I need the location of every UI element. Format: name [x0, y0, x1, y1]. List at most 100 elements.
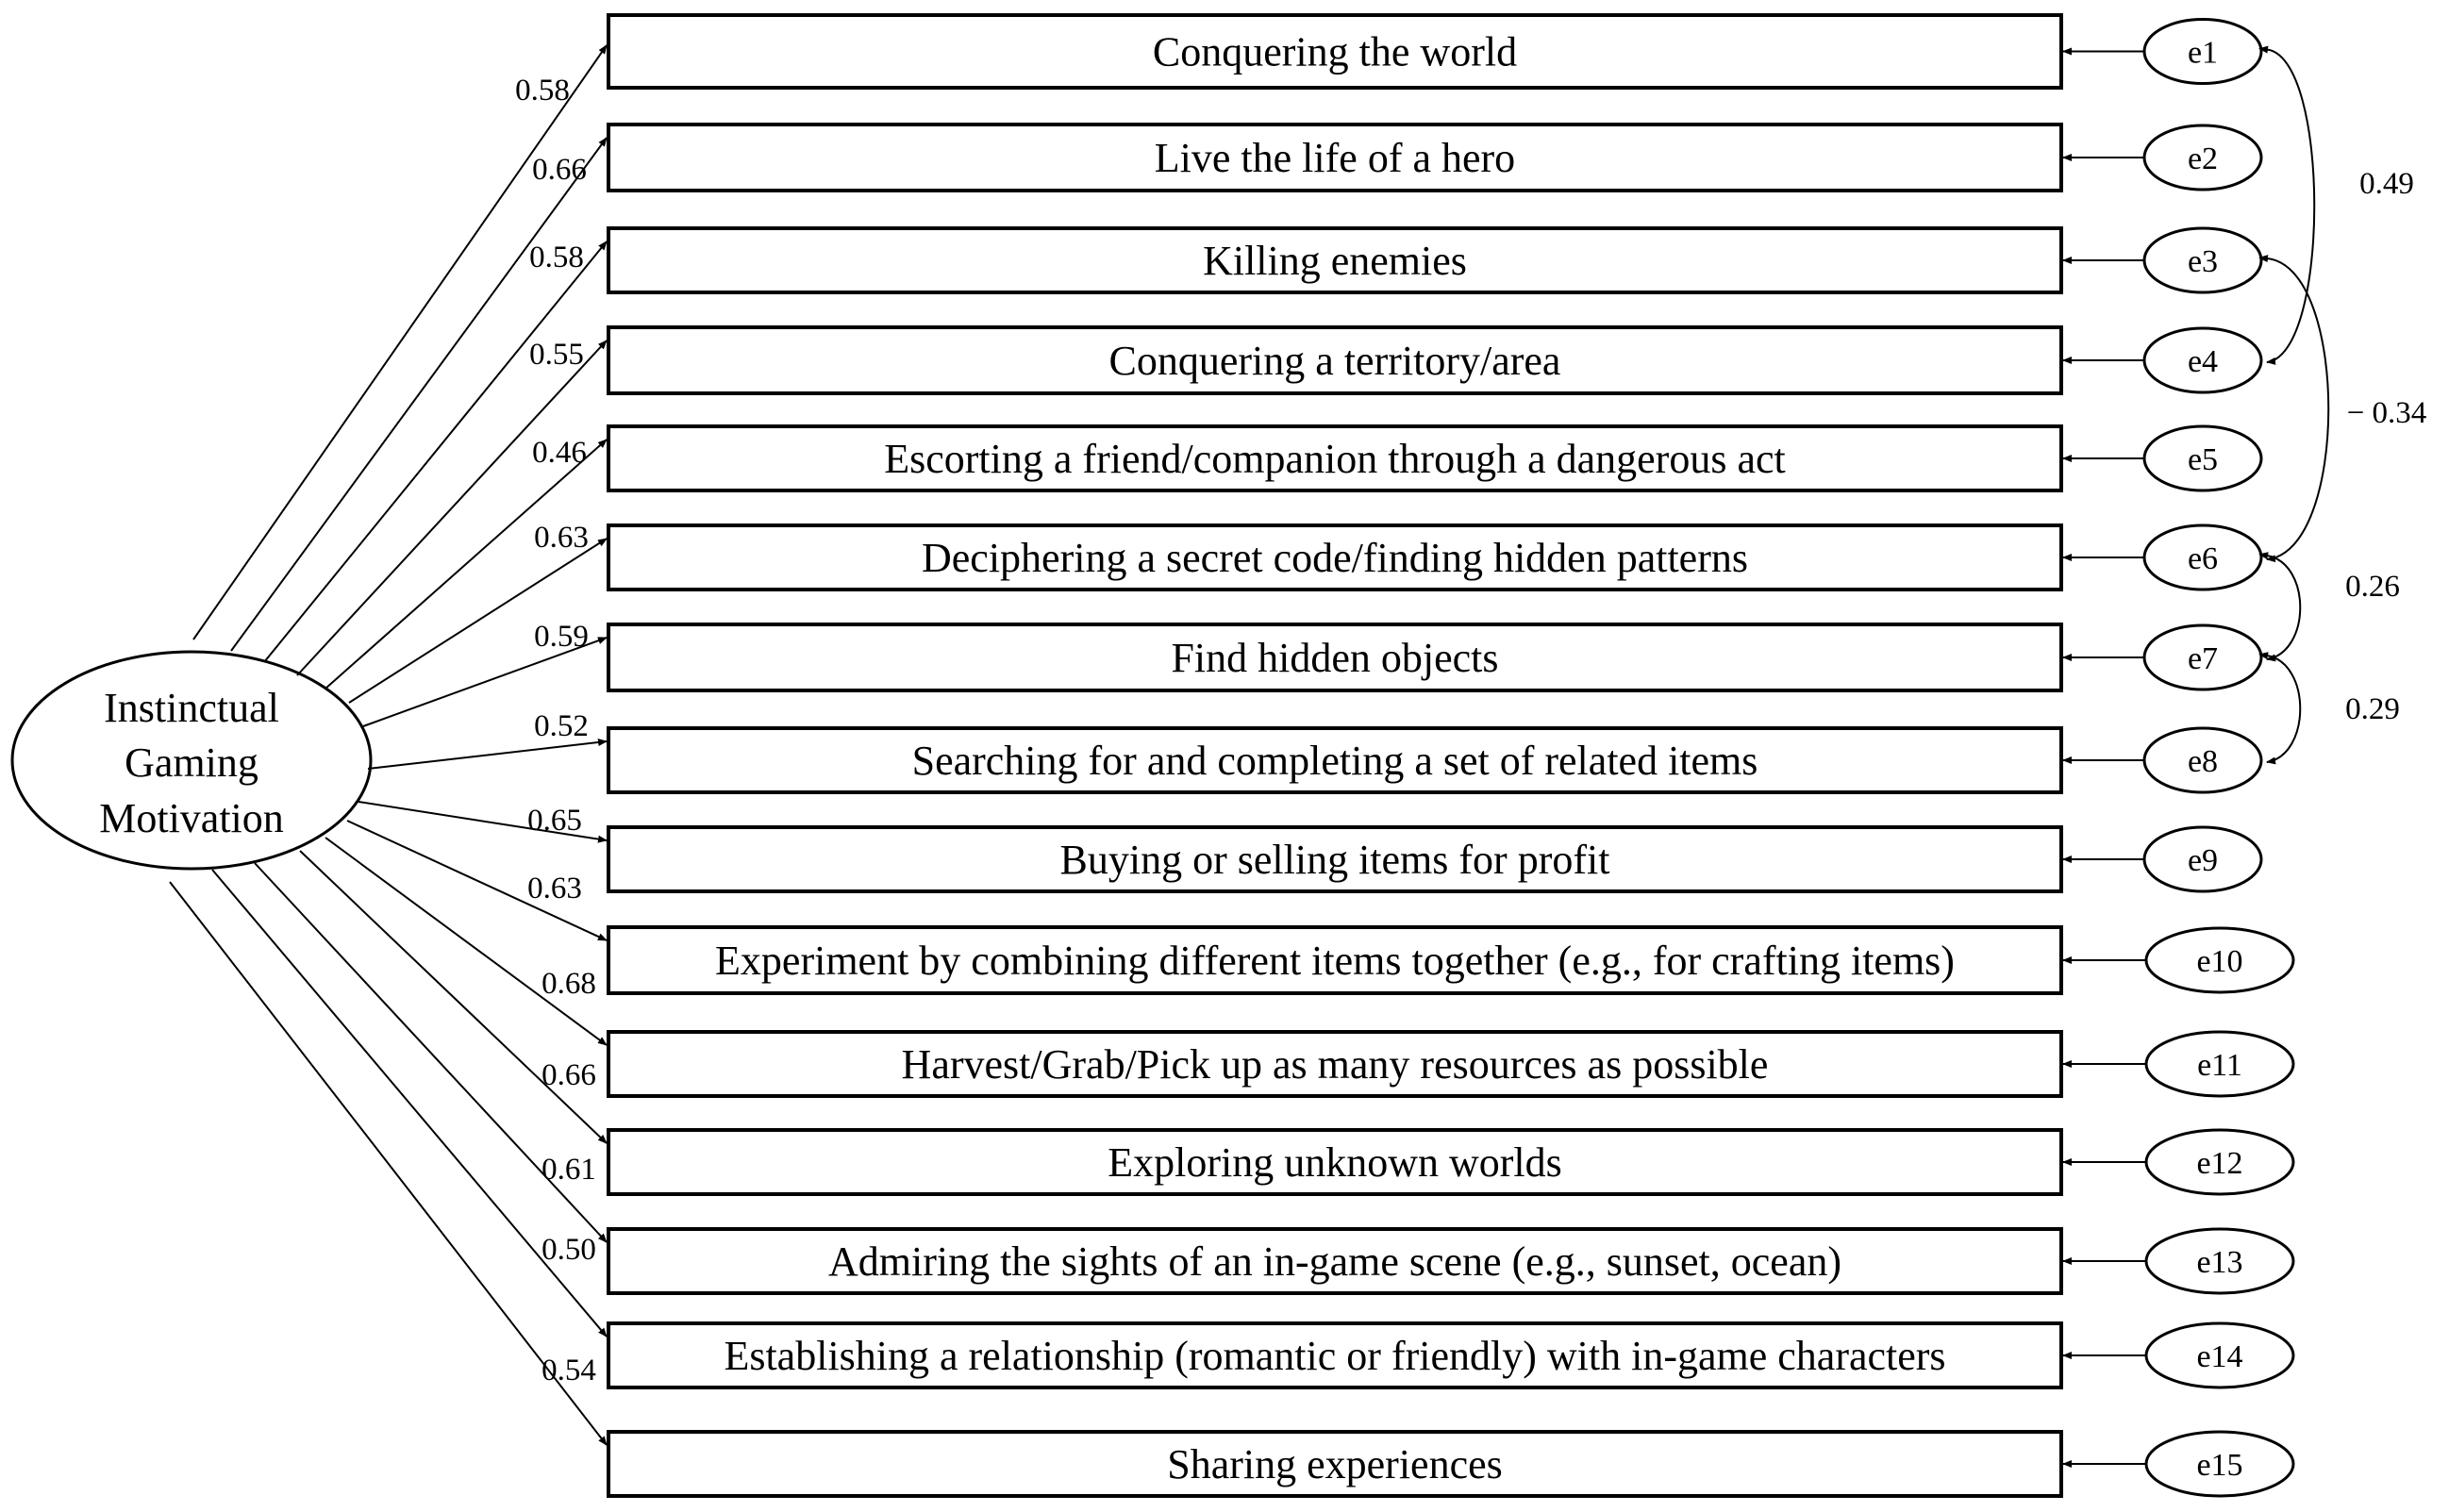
covariance-label: 0.29 — [2345, 692, 2400, 726]
loading-path — [254, 862, 608, 1243]
item-label: Killing enemies — [1203, 238, 1467, 284]
error-e3: e3 — [2062, 226, 2263, 294]
error-e14: e14 — [2062, 1321, 2295, 1389]
item-label: Experiment by combining different items … — [715, 938, 1955, 984]
error-e1: e1 — [2062, 18, 2263, 85]
item-box — [607, 1321, 2063, 1389]
covariance-label: 0.49 — [2359, 167, 2414, 201]
item-label: Find hidden objects — [1171, 635, 1498, 681]
error-label: e10 — [2196, 944, 2242, 979]
item-label: Buying or selling items for profit — [1060, 837, 1610, 883]
covariance-label: − 0.34 — [2347, 396, 2427, 430]
item-label: Deciphering a secret code/finding hidden… — [922, 535, 1748, 581]
item-11: Harvest/Grab/Pick up as many resources a… — [607, 1030, 2063, 1098]
item-label: Exploring unknown worlds — [1108, 1139, 1562, 1186]
loading-label: 0.66 — [541, 1058, 596, 1092]
covariance-e7-e8: 0.29 — [2258, 652, 2400, 765]
item-3: Killing enemies — [607, 226, 2063, 294]
loading-path — [169, 881, 608, 1446]
item-4: Conquering a territory/area — [607, 325, 2063, 395]
covariance-e3-e6: − 0.34 — [2258, 255, 2427, 563]
item-8: Searching for and completing a set of re… — [607, 726, 2063, 794]
loading-label: 0.59 — [534, 620, 589, 654]
loading-label: 0.50 — [541, 1233, 596, 1267]
loading-label: 0.54 — [541, 1354, 596, 1387]
covariance-curve — [2258, 552, 2302, 662]
item-13: Admiring the sights of an in-game scene … — [607, 1227, 2063, 1295]
item-label: Searching for and completing a set of re… — [912, 738, 1758, 784]
error-e6: e6 — [2062, 523, 2263, 591]
loading-path — [362, 637, 608, 727]
item-box — [607, 325, 2063, 395]
error-label: e4 — [2188, 344, 2218, 379]
covariance-label: 0.26 — [2345, 570, 2400, 604]
loading-path — [358, 801, 608, 843]
error-label: e6 — [2188, 541, 2218, 576]
loading-label: 0.52 — [534, 709, 589, 743]
item-12: Exploring unknown worlds — [607, 1128, 2063, 1196]
item-box — [607, 1030, 2063, 1098]
loading-label: 0.66 — [532, 153, 587, 187]
loading-path — [230, 137, 608, 652]
error-label: e15 — [2196, 1448, 2242, 1483]
error-e8: e8 — [2062, 726, 2263, 794]
item-label: Harvest/Grab/Pick up as many resources a… — [902, 1041, 1769, 1088]
error-e7: e7 — [2062, 623, 2263, 691]
loading-label: 0.58 — [515, 74, 570, 108]
error-covariances: 0.49 − 0.34 0.26 0.29 — [2258, 45, 2427, 765]
error-e15: e15 — [2062, 1430, 2295, 1498]
item-7: Find hidden objects — [607, 623, 2063, 692]
latent-label-line-3: Motivation — [99, 795, 284, 841]
error-label: e1 — [2188, 36, 2218, 71]
error-label: e11 — [2197, 1048, 2242, 1083]
loading-label: 0.65 — [527, 804, 582, 838]
latent-factor: Instinctual Gaming Motivation — [10, 650, 373, 871]
covariance-e1-e4: 0.49 — [2258, 45, 2414, 365]
error-e9: e9 — [2062, 825, 2263, 893]
error-label: e12 — [2196, 1146, 2242, 1181]
item-box — [607, 13, 2063, 90]
latent-label-line-2: Gaming — [125, 739, 258, 786]
loading-label: 0.68 — [541, 967, 596, 1001]
loading-path — [299, 850, 608, 1144]
latent-ellipse — [10, 650, 373, 871]
item-label: Live the life of a hero — [1155, 135, 1515, 181]
loading-label: 0.46 — [532, 436, 587, 470]
item-box — [607, 726, 2063, 794]
error-label: e9 — [2188, 843, 2218, 878]
item-box — [607, 226, 2063, 294]
loading-label: 0.58 — [529, 241, 584, 274]
item-box — [607, 925, 2063, 995]
error-label: e5 — [2188, 442, 2218, 477]
error-terms: e1 e2 e3 e4 e5 e6 e7 e8 e9 e10 e11 e12 e13 e14 e15 — [2062, 18, 2295, 1498]
error-e10: e10 — [2062, 926, 2295, 994]
error-e2: e2 — [2062, 124, 2263, 191]
error-label: e14 — [2196, 1339, 2242, 1374]
loading-label: 0.61 — [541, 1153, 596, 1187]
item-5: Escorting a friend/companion through a d… — [607, 424, 2063, 492]
error-e12: e12 — [2062, 1128, 2295, 1196]
item-label: Escorting a friend/companion through a d… — [884, 436, 1785, 482]
item-label: Admiring the sights of an in-game scene … — [828, 1238, 1841, 1285]
loading-label: 0.63 — [534, 521, 589, 555]
error-e4: e4 — [2062, 326, 2263, 394]
latent-label-line-1: Instinctual — [104, 685, 279, 731]
loading-path — [325, 439, 608, 690]
item-2: Live the life of a hero — [607, 123, 2063, 192]
item-10: Experiment by combining different items … — [607, 925, 2063, 995]
error-label: e3 — [2188, 244, 2218, 279]
item-15: Sharing experiences — [607, 1430, 2063, 1498]
item-box — [607, 424, 2063, 492]
item-label: Conquering a territory/area — [1109, 338, 1561, 384]
error-e13: e13 — [2062, 1227, 2295, 1295]
loading-label: 0.63 — [527, 872, 582, 906]
loading-path — [346, 820, 608, 941]
item-label: Establishing a relationship (romantic or… — [724, 1333, 1945, 1379]
loading-path — [325, 837, 608, 1046]
item-box — [607, 1128, 2063, 1196]
error-label: e13 — [2196, 1245, 2242, 1280]
error-e5: e5 — [2062, 424, 2263, 492]
error-label: e2 — [2188, 141, 2218, 176]
